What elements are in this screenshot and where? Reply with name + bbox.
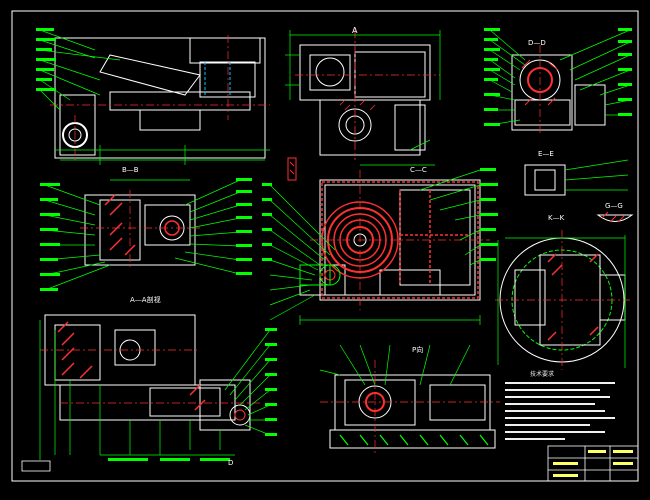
- main-view-callout-texts: [262, 168, 498, 261]
- main-view-leaders: [269, 169, 481, 325]
- section-label-k-k: K—K: [548, 214, 565, 222]
- b-b-leaders: [44, 179, 241, 291]
- e-e-section-view: [524, 164, 566, 196]
- b-b-callout-texts: [40, 178, 252, 291]
- k-k-hatch: [495, 230, 630, 370]
- p-view-hatch: [320, 360, 500, 455]
- title-block: [547, 445, 639, 482]
- b-b-section-view: [84, 194, 196, 266]
- bottom-left-view: [44, 314, 251, 431]
- g-g-section-view: [596, 211, 634, 223]
- d-d-section-view: [511, 54, 606, 131]
- small-gear-cluster: [299, 264, 341, 286]
- section-label-b-b: B—B: [122, 166, 139, 174]
- section-label-c-c: C—C: [410, 166, 427, 174]
- top-middle-hatch: [295, 30, 440, 160]
- e-e-leaders: [564, 159, 629, 191]
- section-label-d-d: D—D: [528, 39, 546, 47]
- p-view-leaders: [319, 344, 471, 386]
- title-block-texts: [553, 450, 633, 477]
- d-d-hatch: [521, 45, 559, 135]
- drawing-border: [11, 10, 639, 482]
- bottom-left-hatch: [40, 321, 260, 411]
- technical-notes: [505, 382, 615, 440]
- section-label-e-e: E—E: [538, 150, 554, 158]
- top-middle-dims: [285, 30, 441, 166]
- front-view-centerlines: [50, 35, 270, 160]
- d-d-callout-texts: [484, 28, 632, 126]
- section-label-a-top: A: [352, 26, 358, 35]
- section-label-d-mark: D: [228, 459, 233, 467]
- section-label-a-a-view: A—A剖视: [130, 295, 161, 304]
- bottom-left-callout-texts: [108, 328, 277, 461]
- k-k-dims: [497, 235, 626, 368]
- p-view: [329, 374, 496, 449]
- title-block-tab: [21, 460, 51, 472]
- section-label-g-g: G—G: [605, 202, 623, 210]
- d-d-leaders: [489, 29, 631, 126]
- notes-title: 技术要求: [530, 370, 554, 378]
- b-b-hatch: [80, 190, 200, 270]
- front-view-callout-texts: [36, 28, 56, 91]
- small-detail-c: [287, 157, 297, 181]
- section-label-p-view: P向: [412, 345, 423, 354]
